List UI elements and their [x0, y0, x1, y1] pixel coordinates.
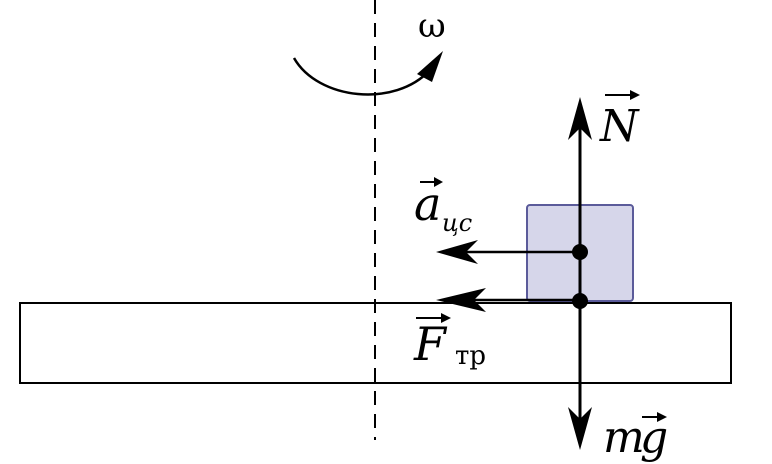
gravity-mass-label: m [603, 412, 645, 463]
center-of-mass-dot [572, 244, 588, 260]
gravity-vector-tip [657, 412, 667, 422]
gravity-arrowhead [568, 407, 592, 450]
normal-force-label: N [599, 101, 640, 152]
friction-force-label: F [413, 317, 448, 371]
centripetal-accel-arrowhead [436, 240, 478, 264]
centripetal-accel-label: a [414, 177, 441, 231]
friction-force-subscript: тр [455, 341, 486, 371]
centripetal-accel-subscript: цс [442, 209, 472, 237]
rotation-arrowhead [417, 51, 443, 82]
contact-point-dot [572, 293, 588, 309]
friction-force-vector-tip [441, 313, 451, 323]
rotation-arrow [292, 57, 431, 96]
normal-force-arrowhead [568, 97, 592, 140]
omega-label: ω [418, 6, 446, 46]
centripetal-accel-vector-tip [434, 177, 443, 187]
gravity-g-label: g [640, 412, 668, 463]
normal-force-vector-tip [630, 90, 640, 100]
friction-force-arrowhead [436, 288, 486, 312]
